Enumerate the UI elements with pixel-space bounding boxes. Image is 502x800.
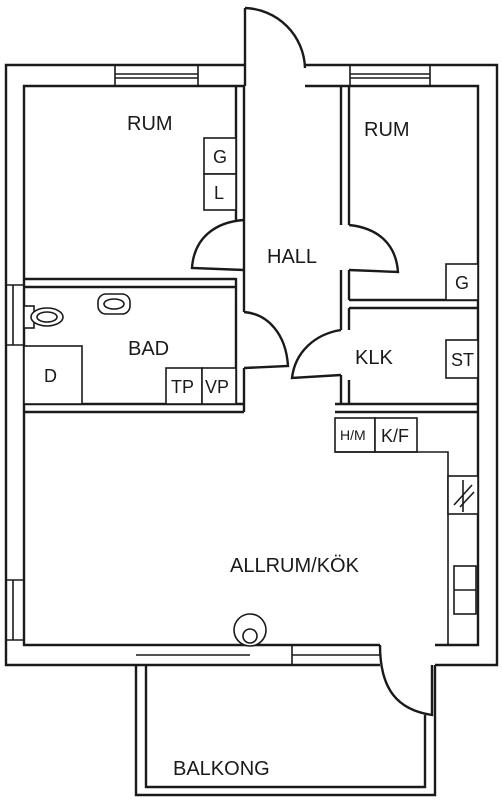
label-rum-right: RUM bbox=[364, 119, 410, 141]
interior-doors bbox=[190, 218, 434, 717]
label-wardrobe-g-left: G bbox=[213, 147, 227, 167]
sink-icon bbox=[97, 293, 131, 315]
label-vp: VP bbox=[205, 377, 229, 397]
label-tp: TP bbox=[171, 377, 194, 397]
label-allrum: ALLRUM/KÖK bbox=[230, 555, 360, 577]
dryer-cabinet bbox=[23, 345, 83, 405]
ceiling-lamp-icon bbox=[233, 613, 267, 647]
fixture-labels: G L G D TP VP ST H/M K/F bbox=[44, 147, 474, 446]
toilet-icon bbox=[23, 305, 64, 329]
label-st: ST bbox=[451, 350, 474, 370]
label-hall: HALL bbox=[267, 246, 317, 268]
vp-appliance bbox=[201, 367, 237, 405]
kitchen-sink-icon bbox=[453, 565, 477, 615]
kitchen-counter bbox=[335, 451, 449, 645]
label-klk: KLK bbox=[355, 347, 393, 369]
balcony bbox=[134, 665, 437, 797]
hm-cabinet bbox=[334, 417, 376, 453]
fixtures bbox=[23, 137, 479, 647]
kf-fridge bbox=[374, 417, 418, 453]
label-rum-left: RUM bbox=[127, 113, 173, 135]
st-closet bbox=[445, 339, 479, 379]
entrance-door bbox=[243, 6, 307, 86]
interior-walls bbox=[24, 86, 478, 414]
label-balkong: BALKONG bbox=[173, 758, 270, 780]
wardrobe-l-left bbox=[203, 173, 237, 211]
label-dryer: D bbox=[44, 366, 57, 386]
label-bad: BAD bbox=[128, 338, 169, 360]
label-hm: H/M bbox=[340, 427, 366, 443]
label-wardrobe-g-right: G bbox=[455, 273, 469, 293]
label-kf: K/F bbox=[381, 426, 409, 446]
room-labels: RUM RUM HALL BAD KLK ALLRUM/KÖK BALKONG bbox=[127, 113, 410, 780]
wardrobe-g-left bbox=[203, 137, 237, 175]
windows bbox=[6, 65, 431, 665]
label-wardrobe-l-left: L bbox=[214, 183, 224, 203]
outer-walls bbox=[4, 63, 499, 667]
wardrobe-g-right bbox=[445, 263, 479, 301]
stove-icon bbox=[447, 475, 479, 515]
